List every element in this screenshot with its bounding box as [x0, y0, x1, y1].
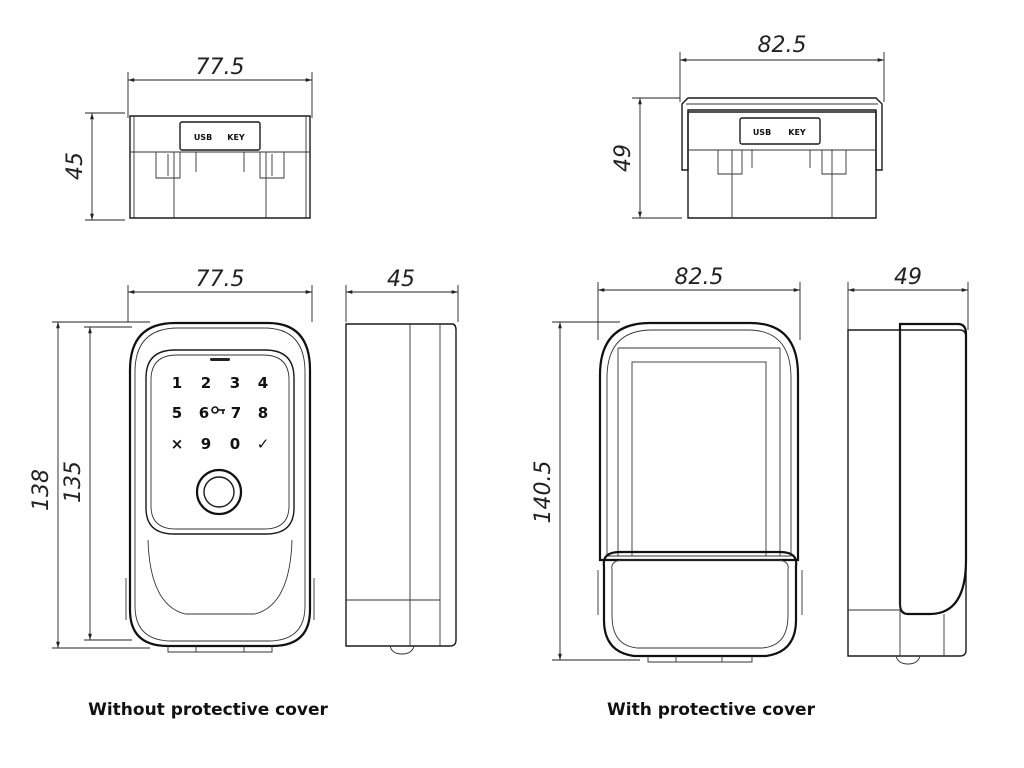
- key-label-b: KEY: [788, 128, 806, 137]
- top-view-with-cover: 82.5 49 USB KEY: [611, 33, 885, 219]
- usb-label: USB: [194, 133, 212, 142]
- key-1[interactable]: 1: [172, 374, 182, 392]
- keypad-panel: [145, 349, 295, 535]
- caption-without-cover: Without protective cover: [88, 700, 328, 720]
- key-3[interactable]: 3: [230, 374, 240, 392]
- side-view-without-cover: 45: [345, 267, 459, 655]
- dim-a-front-height-inner: 135: [61, 461, 86, 503]
- port-panel: [179, 121, 261, 151]
- key-9[interactable]: 9: [201, 435, 211, 453]
- key-0[interactable]: 0: [230, 435, 240, 453]
- key-7[interactable]: 7: [231, 404, 241, 422]
- usb-label-b: USB: [753, 128, 771, 137]
- dim-b-front-width: 82.5: [675, 265, 724, 290]
- dim-a-front-height-outer: 138: [29, 469, 54, 511]
- key-icon: [211, 406, 225, 414]
- side-view-with-cover: 49: [847, 265, 969, 665]
- protective-cover: [598, 321, 800, 562]
- caption-with-cover: With protective cover: [607, 700, 816, 720]
- key-8[interactable]: 8: [258, 404, 268, 422]
- dim-b-top-height: 49: [611, 144, 636, 172]
- status-led: [210, 358, 230, 361]
- top-view-without-cover: 77.5 45 USB KEY: [63, 55, 313, 221]
- key-label: KEY: [227, 133, 245, 142]
- dim-b-front-height: 140.5: [531, 461, 556, 524]
- key-6[interactable]: 6: [199, 404, 209, 422]
- key-4[interactable]: 4: [258, 374, 268, 392]
- fingerprint-sensor-icon[interactable]: [195, 468, 243, 516]
- front-view-without-cover: 77.5 138 135 1 2 3 4 5 6 7 8: [29, 267, 315, 653]
- dim-a-side-depth: 45: [387, 267, 415, 292]
- dim-a-top-width: 77.5: [196, 55, 245, 80]
- dim-a-top-height: 45: [63, 152, 88, 180]
- front-view-with-cover: 82.5 140.5: [531, 265, 803, 663]
- key-2[interactable]: 2: [201, 374, 211, 392]
- dim-b-top-width: 82.5: [758, 33, 807, 58]
- dim-a-front-width: 77.5: [196, 267, 245, 292]
- key-5[interactable]: 5: [172, 404, 182, 422]
- key-confirm[interactable]: ✓: [257, 435, 270, 453]
- dim-b-side-depth: 49: [894, 265, 922, 290]
- key-cancel[interactable]: ×: [171, 435, 184, 453]
